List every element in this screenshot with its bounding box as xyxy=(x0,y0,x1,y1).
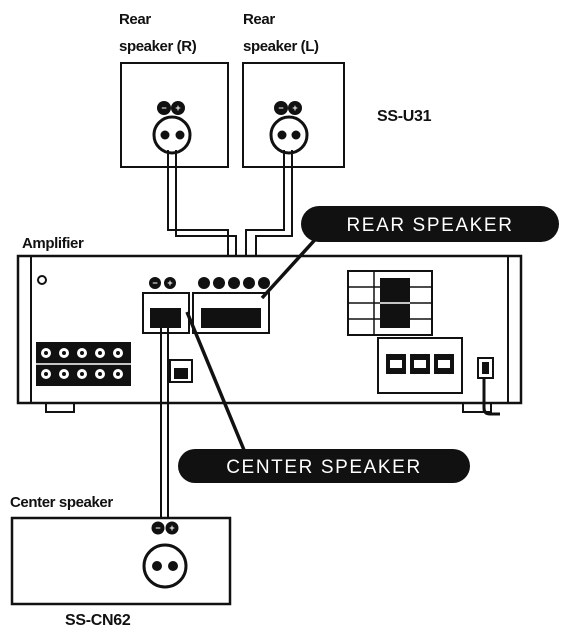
center-speaker-label: Center speaker xyxy=(10,494,113,511)
rear-speaker-model: SS-U31 xyxy=(377,108,432,125)
center-speaker-cable xyxy=(160,318,169,548)
rear-speaker-l-label-line1: Rear xyxy=(243,11,275,28)
center-speaker-minus-sign: − xyxy=(155,523,160,533)
center-speaker-callout-text: CENTER SPEAKER xyxy=(226,457,422,478)
center-terminal-plus-sign: + xyxy=(167,278,172,288)
rear-speaker-r-label-line1: Rear xyxy=(119,11,151,28)
output-grid-panel xyxy=(347,270,433,336)
center-speaker-minus-terminal xyxy=(151,521,165,535)
amplifier-label: Amplifier xyxy=(22,235,84,252)
rear-speaker-terminal xyxy=(192,277,270,334)
power-cord xyxy=(477,357,500,416)
rear-speaker-r-plus-sign: + xyxy=(175,103,180,113)
ground-screw xyxy=(37,275,47,285)
rear-speaker-l-minus-terminal xyxy=(274,101,288,115)
rear-speaker-r-minus-sign: − xyxy=(161,103,166,113)
rear-speaker-r: Rear speaker (R) − + xyxy=(119,11,229,168)
center-speaker-plus-terminal xyxy=(165,521,179,535)
rear-speaker-r-minus-terminal xyxy=(157,101,171,115)
rear-speaker-l-connector xyxy=(269,115,309,155)
rear-speaker-r-connector xyxy=(152,115,192,155)
rear-speaker-l-plus-terminal xyxy=(288,101,302,115)
center-speaker: Center speaker − + xyxy=(10,494,232,606)
rear-speaker-r-label-line2: speaker (R) xyxy=(119,38,197,55)
center-speaker-plus-sign: + xyxy=(169,523,174,533)
center-speaker-connector xyxy=(142,543,188,589)
center-terminal-minus-sign: − xyxy=(152,278,157,288)
rear-speaker-l-label-line2: speaker (L) xyxy=(243,38,319,55)
rca-jack-panel xyxy=(36,342,131,386)
center-speaker-callout: CENTER SPEAKER xyxy=(178,311,470,483)
rear-speaker-r-plus-terminal xyxy=(171,101,185,115)
speaker-selector-block xyxy=(377,337,463,394)
center-speaker-model: SS-CN62 xyxy=(65,612,131,629)
rear-speaker-l-plus-sign: + xyxy=(292,103,297,113)
center-speaker-box xyxy=(10,516,232,606)
amplifier: − + xyxy=(16,254,523,416)
rear-speaker-callout: REAR SPEAKER xyxy=(260,206,559,300)
center-speaker-terminal: − + xyxy=(142,277,190,334)
rear-speaker-l-minus-sign: − xyxy=(278,103,283,113)
rear-speaker-callout-text: REAR SPEAKER xyxy=(346,215,513,236)
rear-speaker-l: Rear speaker (L) − + xyxy=(242,11,345,168)
